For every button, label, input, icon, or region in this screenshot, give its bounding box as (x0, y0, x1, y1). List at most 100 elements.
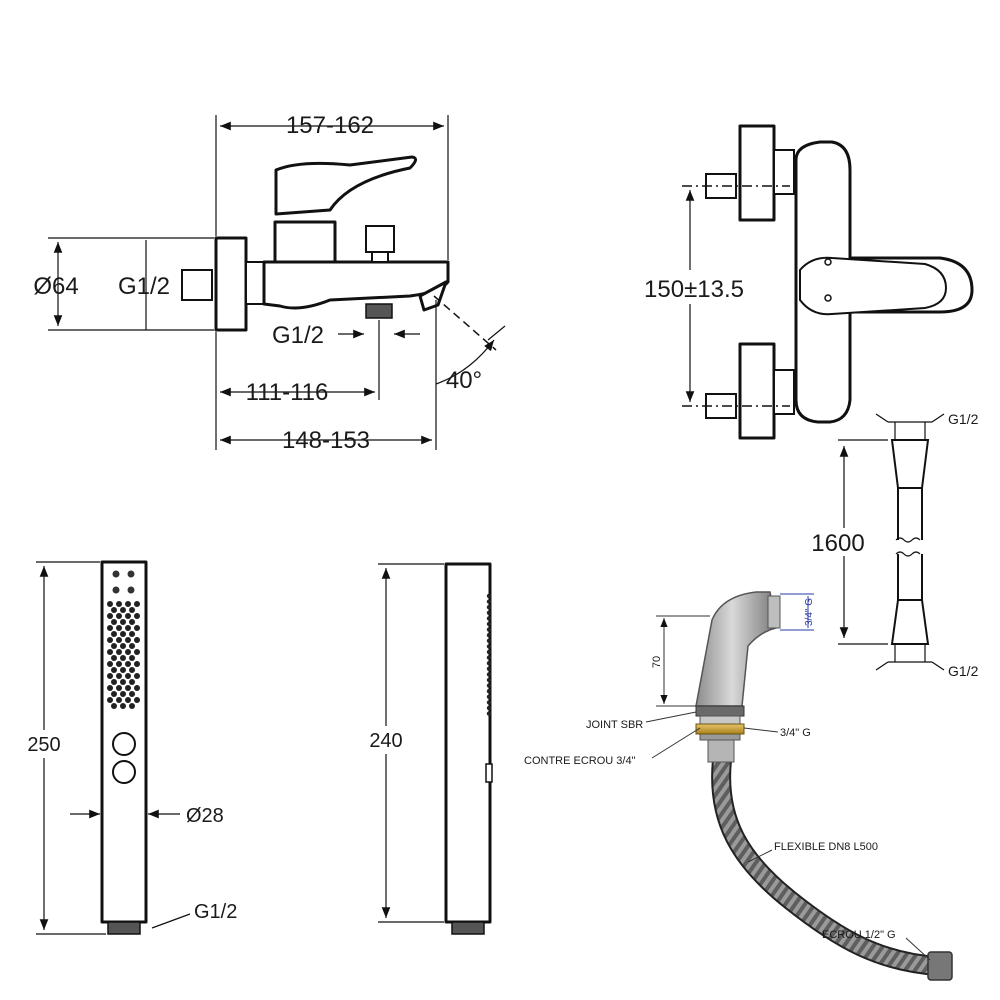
side-nozzle (486, 689, 492, 694)
nozzle (111, 643, 117, 649)
nozzle (129, 607, 135, 613)
nozzle (134, 613, 140, 619)
nozzle (116, 613, 122, 619)
nozzle (125, 673, 131, 679)
side-nozzle (486, 593, 492, 599)
front-diameter-label: Ø28 (186, 805, 224, 827)
nozzle (125, 625, 131, 631)
nozzle (111, 703, 117, 709)
hand-shower-front-outline (100, 560, 148, 935)
hand-shower-side-outline (444, 562, 493, 935)
hand-shower-side-view: 240 (364, 562, 493, 935)
elbow-thread (767, 595, 781, 629)
center-distance-label: 150±13.5 (644, 276, 744, 303)
nozzle (134, 685, 140, 691)
side-nozzle (486, 605, 492, 610)
side-nozzle (486, 700, 492, 705)
diverter-thread-side-label: 3/4" G (780, 727, 811, 739)
outlet-distance-label: 111-116 (246, 379, 329, 406)
joint-label: JOINT SBR (586, 719, 643, 731)
nozzle (120, 631, 126, 637)
nozzle (129, 619, 135, 625)
nozzle (120, 607, 126, 613)
nozzle (125, 661, 131, 667)
nozzle (134, 649, 140, 655)
mixer-top-outline (682, 124, 974, 440)
nozzle (134, 661, 140, 667)
nozzle (125, 613, 131, 619)
nozzle (116, 649, 122, 655)
mixer-body-outline (181, 155, 450, 332)
joint-sbr (695, 705, 745, 717)
nozzle (129, 691, 135, 697)
nozzle (107, 685, 113, 691)
side-nozzle (486, 627, 492, 632)
side-nozzle (486, 649, 492, 655)
nozzle (107, 649, 113, 655)
nozzle (116, 637, 122, 643)
nozzle (125, 685, 131, 691)
flexible-hose (713, 752, 946, 974)
nozzle (116, 661, 122, 667)
nozzle (134, 625, 140, 631)
center-distance-mask (630, 270, 760, 304)
hose-outline (838, 413, 945, 671)
side-nozzle (486, 677, 492, 683)
diameter-label: Ø64 (33, 273, 78, 300)
nozzle (125, 697, 131, 703)
flexible-label: FLEXIBLE DN8 L500 (774, 841, 878, 853)
nozzle (111, 667, 117, 673)
nozzle (111, 607, 117, 613)
diverter-dimensions (645, 593, 931, 961)
nozzle (134, 601, 140, 607)
nozzle (107, 613, 113, 619)
front-thread-label: G1/2 (194, 901, 237, 923)
nozzle (107, 661, 113, 667)
nozzle (120, 703, 126, 709)
nozzle (134, 637, 140, 643)
nozzle (129, 667, 135, 673)
hose-view: 1600 G1/2 G1/2 (808, 411, 979, 679)
lock-nut (695, 723, 745, 735)
side-nozzle (486, 633, 492, 638)
side-nozzle (486, 683, 492, 688)
nozzle (107, 625, 113, 631)
nozzle (134, 673, 140, 679)
spout-angle-label: 40° (446, 367, 482, 394)
nut-label: ECROU 1/2" G (822, 929, 896, 941)
nozzle (129, 655, 135, 661)
nozzle (129, 631, 135, 637)
outlet-thread-label: G1/2 (272, 322, 324, 349)
side-length-mask (364, 726, 408, 754)
hose-length-label: 1600 (811, 530, 864, 557)
nozzle (116, 673, 122, 679)
side-nozzle (486, 694, 492, 699)
side-nozzle (486, 666, 492, 671)
nozzle (111, 679, 117, 685)
side-nozzle-row (486, 593, 492, 716)
side-nozzle (486, 644, 492, 649)
nozzle (107, 673, 113, 679)
hose-length-mask (808, 528, 868, 556)
nozzle (134, 697, 140, 703)
nozzle (107, 601, 113, 607)
side-length-label: 240 (369, 730, 402, 752)
side-nozzle (486, 638, 492, 643)
nozzle (107, 697, 113, 703)
nozzle (120, 691, 126, 697)
nozzle (111, 655, 117, 661)
diverter-assembly: 70 3/4" G JOINT SBR CONTRE ECROU 3/4" 3/… (524, 591, 953, 981)
depth-label: 148-153 (282, 427, 370, 454)
side-nozzle (486, 705, 492, 711)
nozzle (129, 703, 135, 709)
nozzle (125, 637, 131, 643)
elbow-body (695, 591, 777, 707)
side-nozzle (486, 599, 492, 604)
nozzle-grid (107, 601, 140, 709)
nozzle (116, 697, 122, 703)
mixer-side-view: 157-162 Ø64 G1/2 G1/2 111-116 148-153 40… (33, 112, 506, 454)
nozzle (111, 619, 117, 625)
side-nozzle (486, 661, 492, 666)
